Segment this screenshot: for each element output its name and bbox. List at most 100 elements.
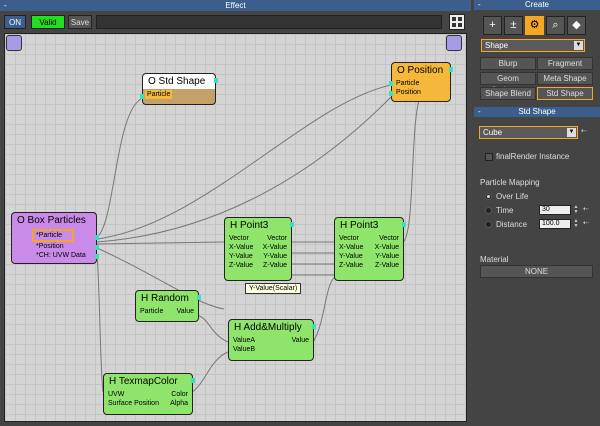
distance-input[interactable]: 100.0: [539, 219, 571, 229]
shape-blend-button[interactable]: Shape Blend: [480, 87, 536, 100]
blurp-button[interactable]: Blurp: [480, 57, 536, 70]
category-value: Shape: [485, 41, 509, 50]
output-port[interactable]: [191, 378, 195, 383]
shape-dropdown[interactable]: Cube ▼: [479, 126, 578, 139]
time-pick-icon[interactable]: ⇠: [583, 206, 589, 213]
port-label: *Position: [36, 243, 64, 250]
output-port[interactable]: [402, 222, 406, 227]
effect-title-bar: - Effect: [0, 0, 471, 11]
port-label: Value: [291, 337, 309, 344]
over-life-radio[interactable]: [485, 193, 492, 200]
meta-shape-button[interactable]: Meta Shape: [537, 72, 593, 85]
port-tooltip: Y-Value(Scalar): [245, 283, 302, 294]
port-label: Y-Value: [229, 253, 253, 260]
create-title: Create: [524, 0, 549, 9]
node-position[interactable]: O Position Particle Position: [389, 62, 453, 102]
port-label: Particle: [140, 308, 164, 315]
time-label: Time: [496, 206, 514, 215]
canvas-corner-right[interactable]: [446, 35, 462, 51]
create-panel: - Create + ± ⚙ ⌕ ◆ Shape ▼ Blurp Fragmen…: [474, 0, 600, 426]
output-port[interactable]: [312, 324, 316, 329]
time-input[interactable]: 30: [539, 205, 571, 215]
port-label: Vector: [229, 235, 249, 242]
node-title: H TexmapColor: [109, 376, 178, 387]
effect-collapse-button[interactable]: -: [4, 1, 7, 10]
std-shape-collapse-button[interactable]: -: [478, 107, 481, 116]
grid-preview-icon[interactable]: [449, 14, 465, 30]
time-radio[interactable]: [485, 207, 492, 214]
port-label: Color: [171, 391, 188, 398]
time-spinner[interactable]: ▲▼: [573, 204, 579, 215]
material-button[interactable]: NONE: [480, 265, 593, 278]
gear-icon[interactable]: ⚙: [525, 16, 544, 35]
geom-instance-button[interactable]: Geom Instance: [480, 72, 536, 94]
on-button[interactable]: ON: [4, 15, 26, 29]
port-label: Y-Value: [375, 253, 399, 260]
wire-particle-stdshape: [96, 98, 142, 238]
material-label: Material: [480, 255, 509, 264]
output-port[interactable]: [197, 295, 201, 300]
wire-position-position: [96, 96, 392, 243]
port-label: *CH: UVW Data: [36, 252, 86, 259]
input-port[interactable]: [140, 94, 144, 99]
node-std-shape[interactable]: O Std Shape Particle: [140, 73, 218, 105]
effect-toolbar: ON Valid Save: [0, 12, 471, 32]
cube-icon[interactable]: ◆: [567, 16, 586, 35]
input-port[interactable]: [389, 81, 393, 86]
node-title: O Std Shape: [148, 76, 206, 87]
wire-uvw-texmap: [96, 253, 104, 393]
wire-particle-point3a: [96, 241, 225, 245]
magnifier-icon[interactable]: ⌕: [546, 16, 565, 35]
std-shape-title-bar: - Std Shape: [474, 107, 600, 117]
distance-pick-icon[interactable]: ⇠: [583, 220, 589, 227]
category-dropdown[interactable]: Shape ▼: [481, 39, 585, 52]
pick-arrow-icon[interactable]: ⇠: [581, 128, 587, 135]
port-label: Surface Position: [108, 400, 159, 407]
node-box-particles[interactable]: O Box Particles *Particle *Position *CH:…: [11, 212, 99, 264]
valid-button[interactable]: Valid: [31, 15, 65, 29]
node-canvas[interactable]: O Std Shape Particle O Position Particle…: [4, 33, 467, 422]
port-label: Alpha: [170, 400, 188, 407]
canvas-corner-left[interactable]: [6, 35, 22, 51]
port-label: ValueB: [233, 346, 256, 353]
save-button[interactable]: Save: [68, 15, 92, 29]
final-render-checkbox[interactable]: [485, 153, 493, 161]
fragment-button[interactable]: Fragment: [537, 57, 593, 70]
wire-vector-position: [402, 96, 421, 243]
output-port[interactable]: [449, 67, 453, 72]
port-label: Z-Value: [263, 262, 287, 269]
std-shape-button[interactable]: Std Shape: [537, 87, 593, 100]
wire-particle-random: [96, 247, 225, 310]
port-label: X-Value: [374, 244, 399, 251]
distance-radio[interactable]: [485, 221, 492, 228]
port-label: Position: [396, 89, 421, 96]
distance-label: Distance: [496, 220, 528, 229]
node-title: H Point3: [230, 220, 269, 231]
effect-name-field[interactable]: [96, 15, 442, 29]
port-label: Z-Value: [229, 262, 253, 269]
shape-value: Cube: [483, 128, 503, 137]
output-port[interactable]: [95, 245, 99, 250]
modify-icon[interactable]: ±: [504, 16, 523, 35]
port-label: Y-Value: [339, 253, 363, 260]
create-collapse-button[interactable]: -: [478, 0, 481, 9]
std-shape-title: Std Shape: [518, 107, 556, 116]
input-port[interactable]: [389, 91, 393, 96]
port-label: Y-Value: [263, 253, 287, 260]
output-port[interactable]: [95, 235, 99, 240]
wire-color-add: [191, 351, 229, 393]
distance-spinner[interactable]: ▲▼: [573, 218, 579, 229]
output-port[interactable]: [290, 222, 294, 227]
add-icon[interactable]: +: [483, 16, 502, 35]
output-port[interactable]: [95, 254, 99, 259]
output-port[interactable]: [214, 78, 218, 83]
wire-add-point3b: [312, 276, 336, 343]
port-label: ValueA: [233, 337, 256, 344]
port-label: X-Value: [229, 244, 254, 251]
port-label: X-Value: [262, 244, 287, 251]
